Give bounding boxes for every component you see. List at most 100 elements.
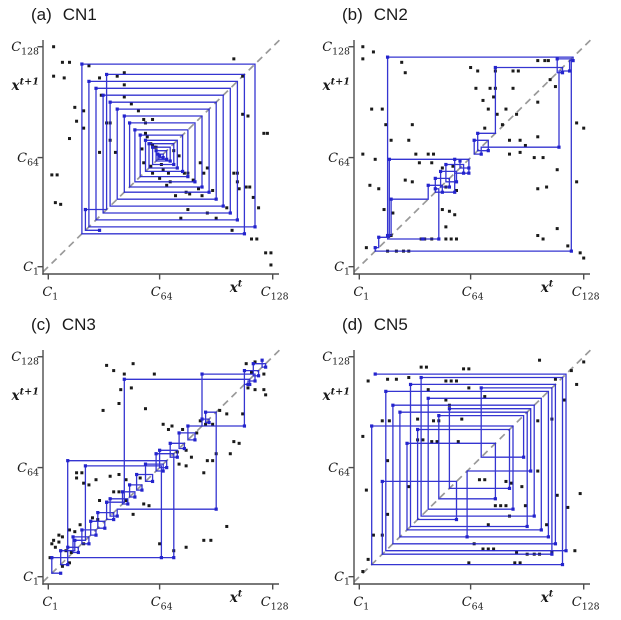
scatter-point [152,372,156,376]
trajectory-node [105,500,109,504]
trajectory-node [83,207,88,212]
panel-a-name: CN1 [62,5,97,24]
trajectory-node [246,382,250,387]
trajectory-node [200,417,204,421]
trajectory-node [87,79,91,83]
scatter-point [467,367,471,371]
scatter-point [361,45,365,49]
trajectory-node [207,420,211,425]
trajectory-node [389,197,393,201]
trajectory-node [101,93,105,97]
trajectory-node [438,169,443,174]
scatter-point [493,504,497,508]
scatter-point [541,237,545,241]
x-tick-label-64: C64 [462,285,484,303]
trajectory-node [555,57,559,61]
scatter-point [456,440,460,444]
scatter-point [205,166,209,170]
trajectory-node [143,138,148,142]
trajectory-node [377,235,381,239]
trajectory-node [511,507,515,511]
trajectory-node [66,562,70,567]
trajectory-node [550,552,554,556]
scatter-point [578,492,582,496]
scatter-point [532,156,536,160]
trajectory-node [465,535,469,539]
scatter-point [262,388,266,392]
trajectory-node [83,464,88,468]
scatter-point [555,227,559,231]
scatter-point [129,102,133,106]
trajectory-node [453,190,457,194]
scatter-point [483,126,487,130]
panel-a-label: (a) [31,5,52,24]
scatter-point [205,459,209,463]
trajectory-node [122,114,126,118]
trajectory-node [235,218,239,222]
trajectory-node [127,483,132,487]
scatter-point [225,524,229,528]
scatter-point [60,60,64,64]
scatter-point [426,152,430,156]
scatter-point [582,126,586,130]
scatter-point [499,504,503,508]
scatter-point [202,171,206,175]
trajectory-node [416,427,420,432]
y-tick-label-64: C64 [17,461,39,479]
y-tick-label-64: C64 [328,151,350,169]
trajectory-node [467,171,471,175]
scatter-point [566,505,570,509]
scatter-point [262,131,266,135]
scatter-point [536,234,540,238]
scatter-point [250,237,254,241]
scatter-point [504,504,508,508]
scatter-point [454,379,458,383]
scatter-point [52,45,56,49]
trajectory-node [175,166,179,170]
y-tick-label-64: C64 [328,461,350,479]
scatter-point [188,192,192,196]
scatter-point [244,362,248,366]
trajectory-node [105,72,109,77]
trajectory-nodes [80,62,257,236]
scatter-point [432,152,436,156]
scatter-point [105,363,109,367]
scatter-point [181,427,185,431]
scatter-point [237,187,241,191]
scatter-point [166,427,170,431]
scatter-point [262,372,266,376]
trajectory-node [133,495,137,499]
scatter-point [578,251,582,255]
trajectory-node [193,438,197,442]
scatter-point [407,485,411,489]
trajectory-node [133,128,137,132]
scatter-point [264,251,268,255]
trajectory-node [373,372,377,376]
scatter-point [555,493,559,497]
scatter-point [513,561,517,565]
scatter-point [122,95,126,99]
scatter-point [115,74,119,78]
trajectory-node [66,459,70,463]
x-tick-label-128: C128 [261,285,289,303]
trajectory-node [486,149,490,153]
scatter-point [515,112,519,116]
scatter-point [269,251,273,255]
x-tick-label-64: C64 [151,285,173,303]
trajectory-node [564,549,568,553]
y-axis-label: xt+1 [11,387,39,405]
scatter-point [57,533,61,537]
scatter-point [421,438,425,442]
trajectory-node [154,149,158,153]
scatter-point [119,388,123,392]
y-tick-label-128: C128 [322,350,350,368]
scatter-point [509,481,513,485]
scatter-point [241,412,245,416]
trajectory-node [426,396,430,400]
scatter-point [214,216,218,220]
scatter-point [536,135,540,139]
scatter-point [151,171,155,175]
